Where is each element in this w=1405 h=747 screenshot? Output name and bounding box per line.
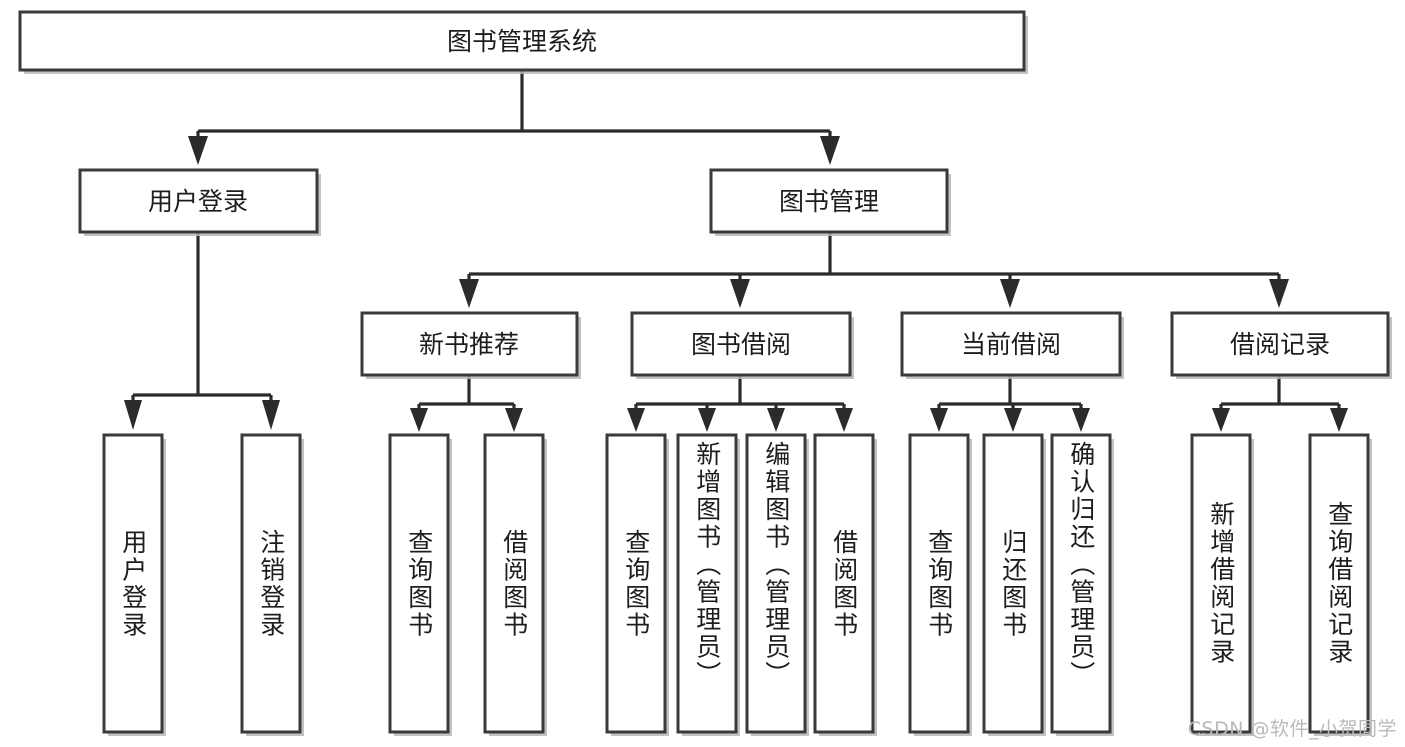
arrowhead-leaf-confirm-return	[1072, 408, 1090, 432]
node-leaf-query-book-1[interactable]	[388, 433, 452, 736]
node-leaf-query-book-2[interactable]	[605, 433, 669, 736]
node-leaf-add-record-box[interactable]	[1190, 433, 1252, 734]
node-leaf-add-book-box[interactable]	[676, 433, 738, 734]
node-user-login[interactable]: 用户登录	[78, 168, 321, 236]
arrowhead-new-book-recommend	[459, 279, 479, 308]
node-leaf-query-book-3[interactable]	[908, 433, 972, 736]
arrowhead-leaf-add-book	[698, 408, 716, 432]
node-leaf-borrow-book-1-box[interactable]	[483, 433, 545, 734]
node-book-manage-label: 图书管理	[779, 187, 879, 216]
node-leaf-borrow-book-1[interactable]	[483, 433, 547, 736]
node-leaf-query-book-2-box[interactable]	[605, 433, 667, 734]
arrowhead-user-login	[188, 136, 208, 165]
arrowhead-leaf-edit-book	[767, 408, 785, 432]
watermark-text: CSDN @软件_小贺同学	[1187, 718, 1397, 740]
nodes-layer: 图书管理系统 用户登录 图书管理 新书推荐	[18, 10, 1392, 736]
node-leaf-return-book-box[interactable]	[982, 433, 1044, 734]
arrowhead-borrow-record	[1269, 279, 1289, 308]
node-leaf-confirm-return-box[interactable]	[1050, 433, 1112, 734]
leaf-boxes-layer	[102, 433, 1372, 736]
arrowhead-leaf-user-logout	[262, 400, 280, 430]
node-leaf-user-login-box[interactable]	[102, 433, 164, 734]
arrowhead-leaf-query-record	[1330, 408, 1348, 432]
arrowhead-leaf-query-book-2	[627, 408, 645, 432]
node-leaf-add-record[interactable]	[1190, 433, 1254, 736]
node-root-label: 图书管理系统	[447, 27, 597, 56]
node-new-book-recommend-box[interactable]	[360, 311, 579, 377]
arrowhead-leaf-return-book	[1004, 408, 1022, 432]
node-new-book-recommend-label: 新书推荐	[419, 330, 519, 359]
node-leaf-user-logout-box[interactable]	[240, 433, 302, 734]
node-leaf-confirm-return[interactable]	[1050, 433, 1114, 736]
node-root-box[interactable]	[18, 10, 1026, 72]
node-borrow-record[interactable]: 借阅记录	[1170, 311, 1392, 379]
node-user-login-box[interactable]	[78, 168, 319, 234]
arrowhead-leaf-query-book-1	[410, 408, 428, 432]
edges-layer	[124, 70, 1348, 432]
arrowhead-leaf-user-login	[124, 400, 142, 430]
arrowhead-leaf-borrow-book-2	[835, 408, 853, 432]
node-book-borrow[interactable]: 图书借阅	[630, 311, 854, 379]
node-book-borrow-box[interactable]	[630, 311, 852, 377]
node-leaf-edit-book-box[interactable]	[745, 433, 807, 734]
node-leaf-edit-book[interactable]	[745, 433, 809, 736]
node-leaf-borrow-book-2[interactable]	[813, 433, 877, 736]
node-user-login-label: 用户登录	[148, 187, 248, 216]
node-leaf-query-record[interactable]	[1308, 433, 1372, 736]
arrowhead-current-borrow	[1000, 279, 1020, 308]
node-leaf-query-book-1-box[interactable]	[388, 433, 450, 734]
node-leaf-return-book[interactable]	[982, 433, 1046, 736]
node-leaf-query-record-box[interactable]	[1308, 433, 1370, 734]
arrowhead-leaf-query-book-3	[930, 408, 948, 432]
node-leaf-add-book[interactable]	[676, 433, 740, 736]
node-borrow-record-label: 借阅记录	[1230, 330, 1330, 359]
node-borrow-record-box[interactable]	[1170, 311, 1390, 377]
node-new-book-recommend[interactable]: 新书推荐	[360, 311, 581, 379]
node-current-borrow-label: 当前借阅	[961, 330, 1061, 359]
node-leaf-user-login[interactable]	[102, 433, 166, 736]
node-leaf-borrow-book-2-box[interactable]	[813, 433, 875, 734]
node-book-manage-box[interactable]	[709, 168, 949, 234]
node-leaf-user-logout[interactable]	[240, 433, 304, 736]
node-current-borrow[interactable]: 当前借阅	[900, 311, 1124, 379]
node-root[interactable]: 图书管理系统	[18, 10, 1028, 74]
node-current-borrow-box[interactable]	[900, 311, 1122, 377]
arrowhead-book-manage	[820, 136, 840, 165]
node-book-manage[interactable]: 图书管理	[709, 168, 951, 236]
arrowhead-book-borrow	[730, 279, 750, 308]
arrowhead-leaf-add-record	[1212, 408, 1230, 432]
node-book-borrow-label: 图书借阅	[691, 330, 791, 359]
arrowhead-leaf-borrow-book-1	[505, 408, 523, 432]
node-leaf-query-book-3-box[interactable]	[908, 433, 970, 734]
